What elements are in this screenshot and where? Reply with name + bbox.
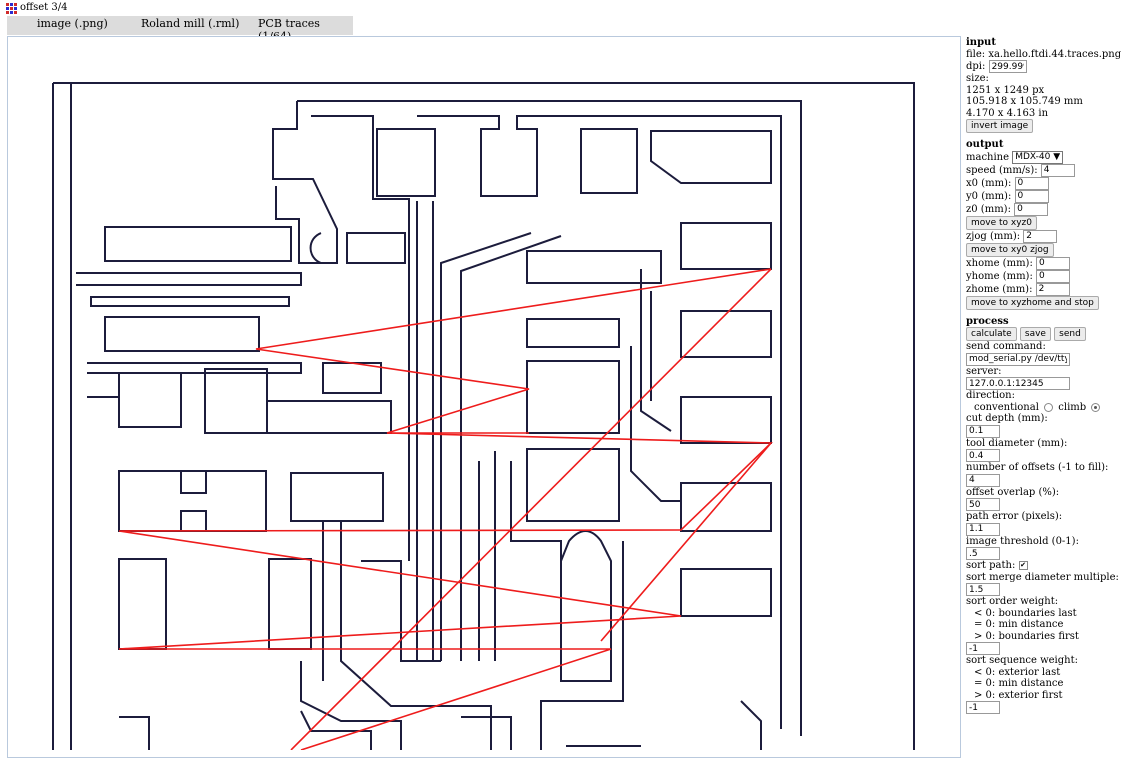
conventional-label: conventional — [974, 401, 1039, 413]
input-heading: input — [966, 37, 996, 48]
rapid-move-paths — [118, 268, 773, 750]
cut-depth-label: cut depth (mm): — [966, 413, 1048, 424]
tool-diameter-input[interactable] — [966, 449, 1000, 462]
size-label: size: — [966, 73, 989, 84]
server-input[interactable] — [966, 377, 1070, 390]
x0-label: x0 (mm): — [966, 177, 1012, 189]
overlap-input[interactable] — [966, 498, 1000, 511]
send-command-label: send command: — [966, 341, 1046, 352]
size-in: 4.170 x 4.163 in — [966, 107, 1049, 119]
threshold-label: image threshold (0-1): — [966, 535, 1079, 547]
offsets-label: number of offsets (-1 to fill): — [966, 462, 1109, 473]
dpi-input[interactable] — [988, 60, 1027, 73]
z0-label: z0 (mm): — [966, 203, 1011, 215]
conventional-radio[interactable] — [1044, 402, 1054, 412]
cut-depth-input[interactable] — [966, 424, 1000, 438]
sort-merge-input[interactable] — [966, 583, 1000, 596]
zhome-input[interactable] — [1035, 282, 1070, 296]
y0-label: y0 (mm): — [966, 190, 1012, 202]
sort-path-checkbox[interactable]: ✔ — [1018, 561, 1028, 570]
tool-diameter-label: tool diameter (mm): — [966, 437, 1068, 449]
sort-order-label: sort order weight: — [966, 596, 1059, 607]
sort-order-gt: > 0: boundaries first — [974, 630, 1079, 642]
path-error-input[interactable] — [966, 522, 1000, 536]
size-px: 1251 x 1249 px — [966, 84, 1045, 96]
process-heading: process — [966, 315, 1009, 327]
file-label: file: xa.hello.ftdi.44.traces.png — [966, 48, 1122, 60]
grid-app-icon — [6, 3, 18, 15]
yhome-input[interactable] — [1036, 269, 1071, 283]
climb-label: climb — [1058, 401, 1087, 413]
speed-label: speed (mm/s): — [966, 164, 1038, 176]
save-button[interactable]: save — [1019, 327, 1051, 341]
toolpath-canvas[interactable] — [7, 36, 961, 758]
path-error-label: path error (pixels): — [966, 511, 1063, 522]
size-mm: 105.918 x 105.749 mm — [966, 96, 1083, 107]
sort-order-eq: = 0: min distance — [974, 619, 1064, 630]
sort-order-lt: < 0: boundaries last — [974, 607, 1077, 619]
x0-input[interactable] — [1014, 176, 1049, 190]
zjog-label: zjog (mm): — [966, 230, 1021, 242]
zhome-label: zhome (mm): — [966, 283, 1033, 295]
window-title: offset 3/4 — [20, 2, 68, 13]
y0-input[interactable] — [1014, 189, 1049, 203]
sort-seq-input[interactable] — [966, 701, 1000, 714]
tab-image-png[interactable]: image (.png) — [37, 17, 108, 30]
machine-value: MDX-40 — [1015, 151, 1051, 162]
send-command-input[interactable] — [966, 352, 1070, 366]
sort-seq-gt: > 0: exterior first — [974, 689, 1063, 701]
sort-seq-eq: = 0: min distance — [974, 678, 1064, 689]
yhome-label: yhome (mm): — [966, 270, 1033, 282]
direction-label: direction: — [966, 390, 1015, 401]
speed-input[interactable] — [1040, 163, 1075, 177]
dropdown-arrow-icon: ▼ — [1053, 151, 1061, 162]
toolpath-drawing — [52, 82, 915, 750]
tab-roland-mill[interactable]: Roland mill (.rml) — [141, 17, 240, 30]
title-bar: offset 3/4 image (.png) Roland mill (.rm… — [0, 0, 960, 43]
xhome-label: xhome (mm): — [966, 257, 1033, 269]
send-button[interactable]: send — [1054, 327, 1086, 341]
module-tabs: image (.png) Roland mill (.rml) PCB trac… — [7, 16, 353, 43]
move-to-xyz0-button[interactable]: move to xyz0 — [966, 215, 1037, 230]
zjog-input[interactable] — [1023, 229, 1058, 243]
sort-seq-label: sort sequence weight: — [966, 655, 1078, 666]
machine-label: machine — [966, 151, 1010, 163]
sort-seq-lt: < 0: exterior last — [974, 666, 1061, 678]
trace-paths — [52, 82, 915, 750]
move-to-xy0-zjog-button[interactable]: move to xy0 zjog — [966, 242, 1054, 257]
dpi-label: dpi: — [966, 61, 986, 72]
threshold-input[interactable] — [966, 547, 1000, 560]
climb-radio[interactable] — [1091, 402, 1101, 412]
server-label: server: — [966, 365, 1002, 377]
xhome-input[interactable] — [1036, 256, 1071, 270]
sort-order-input[interactable] — [966, 642, 1000, 655]
invert-image-button[interactable]: invert image — [966, 119, 1034, 133]
sort-path-label: sort path: — [966, 560, 1016, 571]
sort-merge-label: sort merge diameter multiple: — [966, 571, 1119, 583]
output-heading: output — [966, 139, 1004, 150]
overlap-label: offset overlap (%): — [966, 486, 1060, 498]
offsets-input[interactable] — [966, 473, 1000, 487]
calculate-button[interactable]: calculate — [966, 327, 1017, 341]
move-to-xyzhome-button[interactable]: move to xyzhome and stop — [966, 295, 1099, 310]
z0-input[interactable] — [1014, 202, 1049, 216]
settings-panel: input file: xa.hello.ftdi.44.traces.png … — [966, 37, 1121, 714]
machine-select[interactable]: MDX-40 ▼ — [1012, 150, 1064, 164]
